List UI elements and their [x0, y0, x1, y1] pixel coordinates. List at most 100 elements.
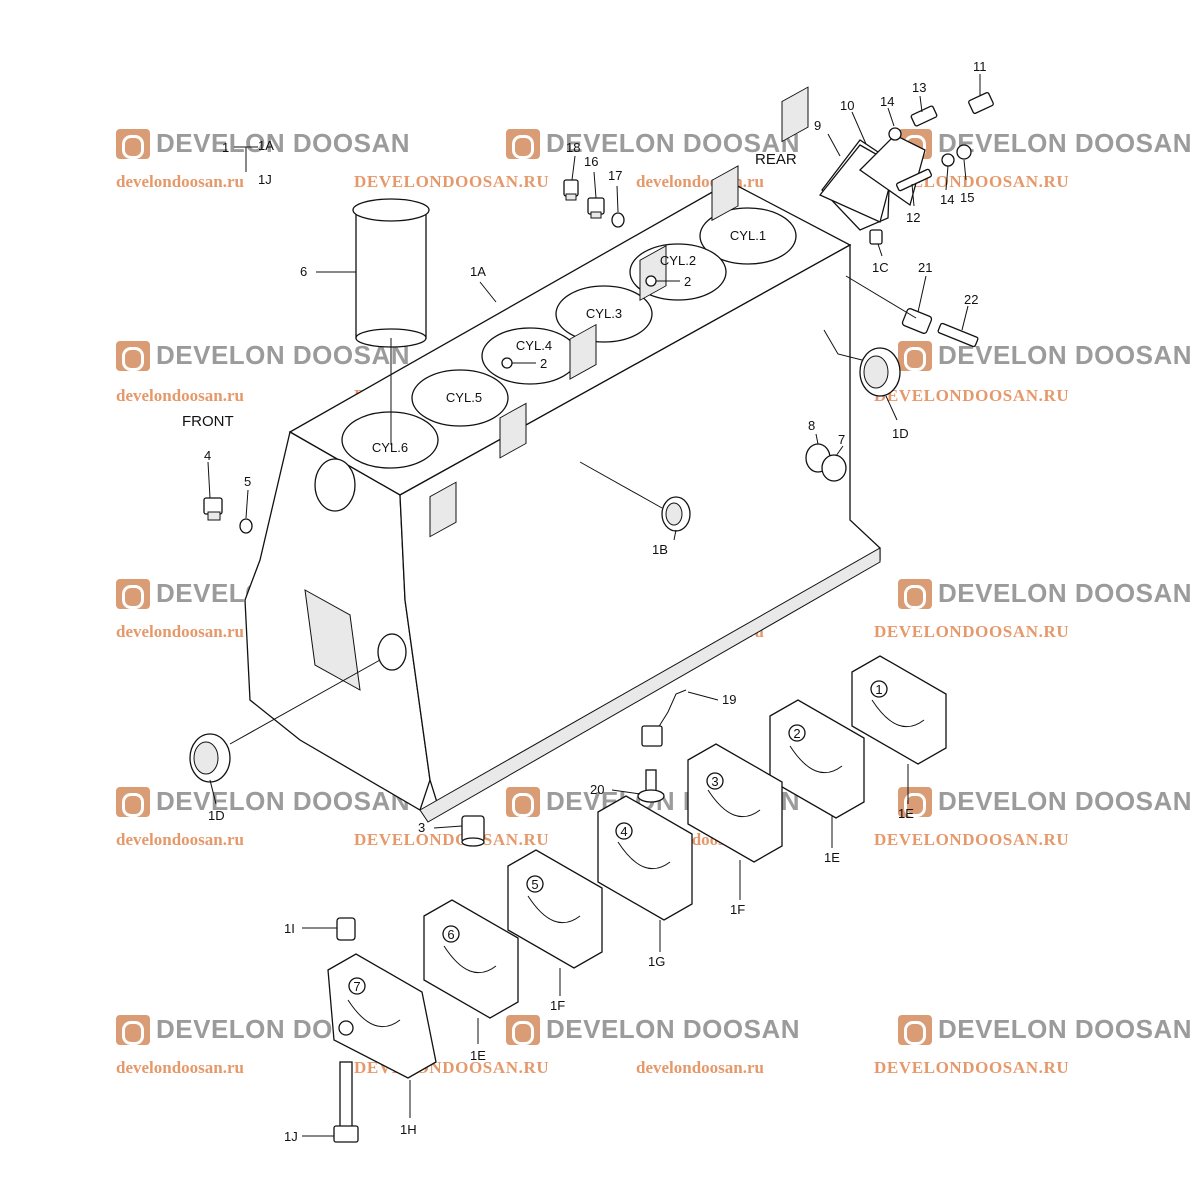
callout-21: 21	[918, 260, 932, 275]
callout-4: 4	[204, 448, 211, 463]
callout-9: 9	[814, 118, 821, 133]
callout-13: 13	[912, 80, 926, 95]
callout-1e-b: 1E	[824, 850, 840, 865]
washer-15	[956, 144, 972, 160]
cylinder-block	[244, 86, 891, 823]
bolt-22	[937, 322, 979, 348]
cap-number-1: 1	[870, 680, 888, 698]
callout-2b: 2	[540, 356, 547, 371]
bush-1b	[661, 496, 691, 532]
cap-number-2: 2	[788, 724, 806, 742]
callout-18: 18	[566, 140, 580, 155]
callout-5: 5	[244, 474, 251, 489]
callout-1b: 1B	[652, 542, 668, 557]
cap-number-text: 3	[711, 774, 718, 789]
watermark-logo: DEVELON DOOSAN	[898, 1014, 1192, 1045]
develon-logo-icon	[898, 340, 932, 371]
bolt-1j	[333, 1061, 359, 1143]
stud-12	[896, 168, 932, 192]
front-rib	[304, 589, 361, 691]
callout-20: 20	[590, 782, 604, 797]
cap-number-text: 6	[447, 927, 454, 942]
watermark-brand: DEVELON DOOSAN	[938, 578, 1193, 608]
develon-logo-icon	[898, 578, 932, 609]
camshaft-bush-1d-left	[189, 733, 231, 783]
main-bearing-cap-7	[327, 953, 437, 1079]
front-label: FRONT	[182, 413, 234, 430]
o-ring-17	[611, 212, 625, 228]
main-bearing-cap-5	[507, 849, 603, 969]
callout-10: 10	[840, 98, 854, 113]
cap-number-3: 3	[706, 772, 724, 790]
callout-1: 1	[222, 140, 229, 155]
callout-1i: 1I	[284, 921, 295, 936]
watermark-url: DEVELONDOOSAN.RU	[874, 830, 1070, 849]
bolt-13	[910, 105, 938, 127]
cap-number-text: 5	[531, 877, 538, 892]
main-bearing-cap-6	[423, 899, 519, 1019]
oil-jet-19	[641, 689, 687, 747]
callout-1d-right: 1D	[892, 426, 909, 441]
watermark-url: develondoosan.ru	[116, 622, 244, 641]
leader-lines	[207, 74, 981, 1137]
callout-1j-top: 1J	[258, 172, 272, 187]
develon-logo-icon	[116, 1014, 150, 1045]
main-bearing-cap-2	[769, 699, 865, 819]
cylinder-label-1: CYL.1	[730, 228, 766, 243]
watermark-url: develondoosan.ru	[116, 830, 244, 849]
main-bearing-cap-4	[597, 795, 693, 921]
cylinder-liner	[352, 198, 430, 348]
plug-16	[587, 197, 605, 219]
develon-logo-icon	[116, 128, 150, 159]
callout-16: 16	[584, 154, 598, 169]
cylinder-label-3: CYL.3	[586, 306, 622, 321]
cylinder-bore-1	[699, 207, 797, 265]
develon-logo-icon	[506, 786, 540, 817]
develon-logo-icon	[116, 578, 150, 609]
callout-7: 7	[838, 432, 845, 447]
plug-4	[203, 497, 223, 521]
watermark-logo: DEVELON DOOSAN	[898, 578, 1192, 609]
spacer-21	[901, 308, 933, 334]
callout-12: 12	[906, 210, 920, 225]
watermark-url: develondoosan.ru	[636, 1058, 764, 1077]
cap-number-text: 2	[793, 726, 800, 741]
develon-logo-icon	[898, 786, 932, 817]
callout-1a-top: 1A	[258, 138, 274, 153]
sleeve-1c	[869, 229, 883, 245]
callout-19: 19	[722, 692, 736, 707]
callout-6: 6	[300, 264, 307, 279]
cylinder-label-6: CYL.6	[372, 440, 408, 455]
callout-1h: 1H	[400, 1122, 417, 1137]
washer-14a	[888, 127, 902, 141]
callout-14a: 14	[880, 94, 894, 109]
callout-1d-left: 1D	[208, 808, 225, 823]
camshaft-bore	[377, 633, 407, 671]
plug-11	[968, 92, 994, 114]
develon-logo-icon	[506, 128, 540, 159]
plug-7	[821, 454, 847, 482]
dowel-pin-2a	[645, 275, 657, 287]
watermark-url: DEVELONDOOSAN.RU	[874, 386, 1070, 405]
cap-number-5: 5	[526, 875, 544, 893]
develon-logo-icon	[898, 1014, 932, 1045]
watermark-logo: DEVELON DOOSAN	[506, 1014, 800, 1045]
callout-1a: 1A	[470, 264, 486, 279]
callout-1j: 1J	[284, 1129, 298, 1144]
cap-number-text: 4	[620, 824, 627, 839]
watermark-logo: DEVELON DOOSAN	[506, 128, 800, 159]
watermark-url: DEVELONDOOSAN.RU	[874, 1058, 1070, 1077]
callout-14b: 14	[940, 192, 954, 207]
rear-label: REAR	[755, 151, 797, 168]
callout-1f-a: 1F	[550, 998, 565, 1013]
callout-1c: 1C	[872, 260, 889, 275]
callout-11: 11	[973, 59, 987, 74]
cap-number-6: 6	[442, 925, 460, 943]
watermark-brand: DEVELON DOOSAN	[156, 786, 411, 816]
cylinder-bore-4	[481, 327, 579, 385]
watermark-brand: DEVELON DOOSAN	[546, 128, 801, 158]
washer-14b	[941, 153, 955, 167]
sleeve-1i	[336, 917, 356, 941]
cap-number-text: 1	[875, 682, 882, 697]
